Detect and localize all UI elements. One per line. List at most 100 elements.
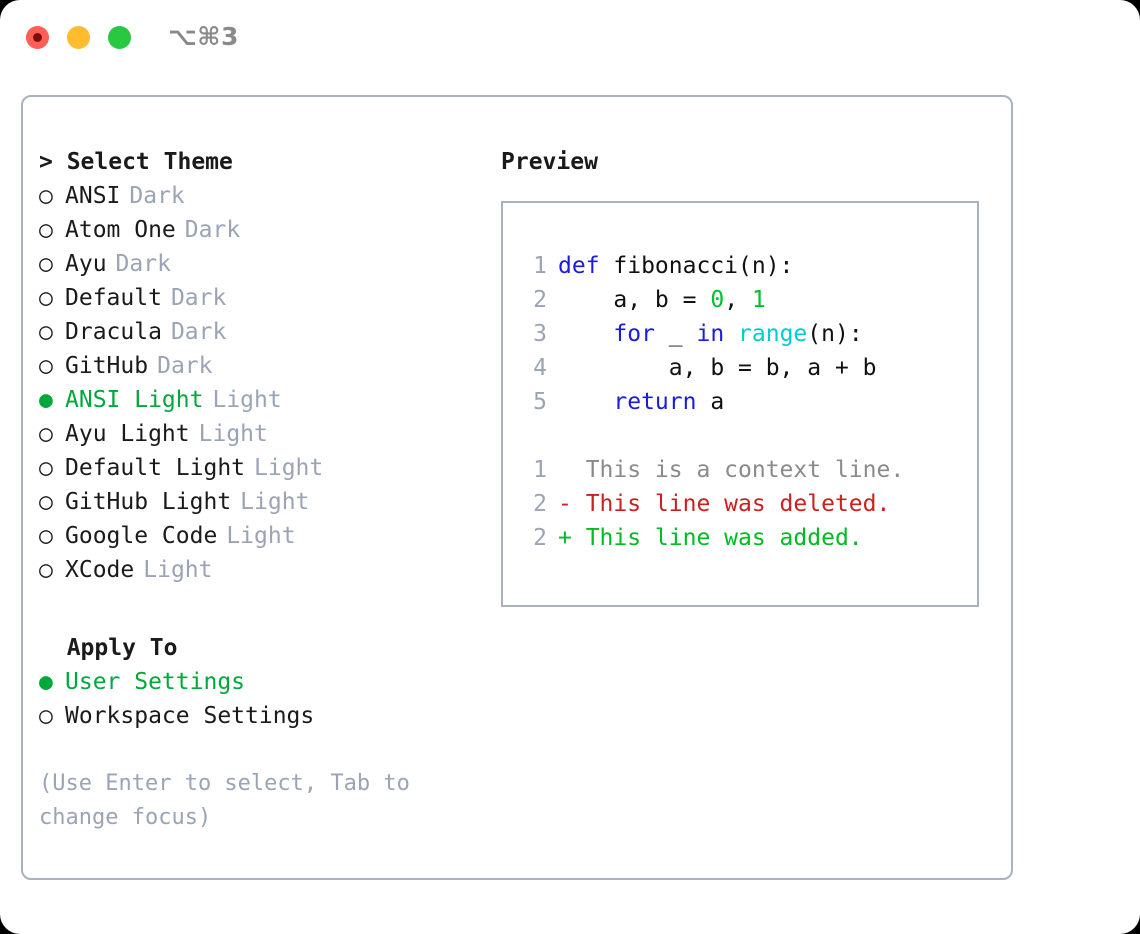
theme-option-label: Atom One [65,217,176,243]
theme-option-kind-badge: Dark [115,251,171,277]
theme-option-label: Ayu [65,251,107,277]
theme-option-kind-badge: Dark [184,217,241,243]
code-line-4: 5 return a [521,385,904,419]
code-line-content: return a [558,385,724,419]
diff-line-number: 2 [533,525,547,551]
code-token-txt: fibonacci(n): [599,253,794,279]
theme-option-kind-badge: Light [226,523,296,549]
code-line-content: a, b = b, a + b [558,351,877,385]
title-bar: ⌥⌘3 [0,0,1140,78]
theme-option-2[interactable]: ○ Ayu Dark [39,247,499,281]
theme-option-4[interactable]: ○ Dracula Dark [39,315,499,349]
minimize-button-icon[interactable] [67,26,90,49]
theme-option-kind-badge: Dark [129,183,185,209]
code-diff-separator [521,419,904,453]
close-button-icon[interactable] [26,26,49,49]
apply-to-option-0[interactable]: ● User Settings [39,665,499,699]
diff-line-content-ctx: This is a context line. [558,457,905,483]
theme-option-1[interactable]: ○ Atom One Dark [39,213,499,247]
diff-line-0: 1 This is a context line. [521,453,904,487]
code-token-txt [558,321,613,347]
code-token-txt: a, b = b, a + b [558,355,877,381]
code-token-txt [558,389,613,415]
theme-option-label: GitHub Light [65,489,232,515]
section-spacer [39,587,499,631]
apply-to-option-label: User Settings [65,669,246,695]
theme-option-kind-badge: Light [240,489,310,515]
diff-line-content-add: + This line was added. [558,525,863,551]
code-line-content: for _ in range(n): [558,317,863,351]
radio-unselected-icon[interactable]: ○ [39,523,53,549]
radio-selected-icon[interactable]: ● [39,669,53,695]
code-line-content: def fibonacci(n): [558,249,793,283]
code-line-1: 2 a, b = 0, 1 [521,283,904,317]
diff-line-number: 2 [533,491,547,517]
code-line-number: 2 [533,287,547,313]
radio-unselected-icon[interactable]: ○ [39,489,53,515]
radio-unselected-icon[interactable]: ○ [39,319,53,345]
theme-option-6[interactable]: ● ANSI Light Light [39,383,499,417]
theme-option-label: Default Light [65,455,246,481]
theme-option-5[interactable]: ○ GitHub Dark [39,349,499,383]
code-line-content: a, b = 0, 1 [558,283,766,317]
radio-unselected-icon[interactable]: ○ [39,217,53,243]
radio-unselected-icon[interactable]: ○ [39,285,53,311]
theme-option-kind-badge: Light [143,557,213,583]
code-token-txt [724,321,738,347]
radio-unselected-icon[interactable]: ○ [39,251,53,277]
apply-to-option-1[interactable]: ○ Workspace Settings [39,699,499,733]
radio-unselected-icon[interactable]: ○ [39,703,53,729]
apply-to-option-label: Workspace Settings [65,703,315,729]
apply-to-option-list[interactable]: ● User Settings ○ Workspace Settings [39,665,499,733]
code-token-txt: a, b = [558,287,711,313]
diff-line-number: 1 [533,457,547,483]
radio-unselected-icon[interactable]: ○ [39,421,53,447]
code-token-txt: (n): [807,321,863,347]
theme-option-kind-badge: Dark [157,353,213,379]
code-token-fn: range [738,321,808,347]
theme-option-label: ANSI Light [65,387,204,413]
radio-selected-icon[interactable]: ● [39,387,53,413]
diff-line-1: 2 - This line was deleted. [521,487,904,521]
code-line-number: 5 [533,389,547,415]
theme-option-10[interactable]: ○ Google Code Light [39,519,499,553]
code-token-num: 1 [751,287,766,313]
select-theme-header: > Select Theme [39,149,233,175]
diff-line-2: 2 + This line was added. [521,521,904,555]
code-token-txt: , [724,287,752,313]
radio-unselected-icon[interactable]: ○ [39,183,53,209]
radio-unselected-icon[interactable]: ○ [39,455,53,481]
code-line-number: 3 [533,321,547,347]
theme-option-label: ANSI [65,183,121,209]
code-token-txt: _ [654,321,697,347]
code-token-kw: return [613,389,697,415]
theme-option-kind-badge: Dark [170,319,227,345]
radio-unselected-icon[interactable]: ○ [39,557,53,583]
radio-unselected-icon[interactable]: ○ [39,353,53,379]
code-token-kw: def [558,253,600,279]
keyboard-hint-text: (Use Enter to select, Tab to change focu… [39,771,424,830]
theme-option-kind-badge: Dark [170,285,227,311]
theme-option-label: Google Code [65,523,218,549]
code-token-num: 0 [710,287,725,313]
diff-line-content-del: - This line was deleted. [558,491,891,517]
code-line-3: 4 a, b = b, a + b [521,351,904,385]
theme-option-0[interactable]: ○ ANSI Dark [39,179,499,213]
theme-option-kind-badge: Light [212,387,282,413]
theme-option-label: GitHub [65,353,149,379]
theme-option-9[interactable]: ○ GitHub Light Light [39,485,499,519]
theme-option-label: Dracula [65,319,162,345]
maximize-button-icon[interactable] [108,26,131,49]
code-line-number: 4 [533,355,547,381]
